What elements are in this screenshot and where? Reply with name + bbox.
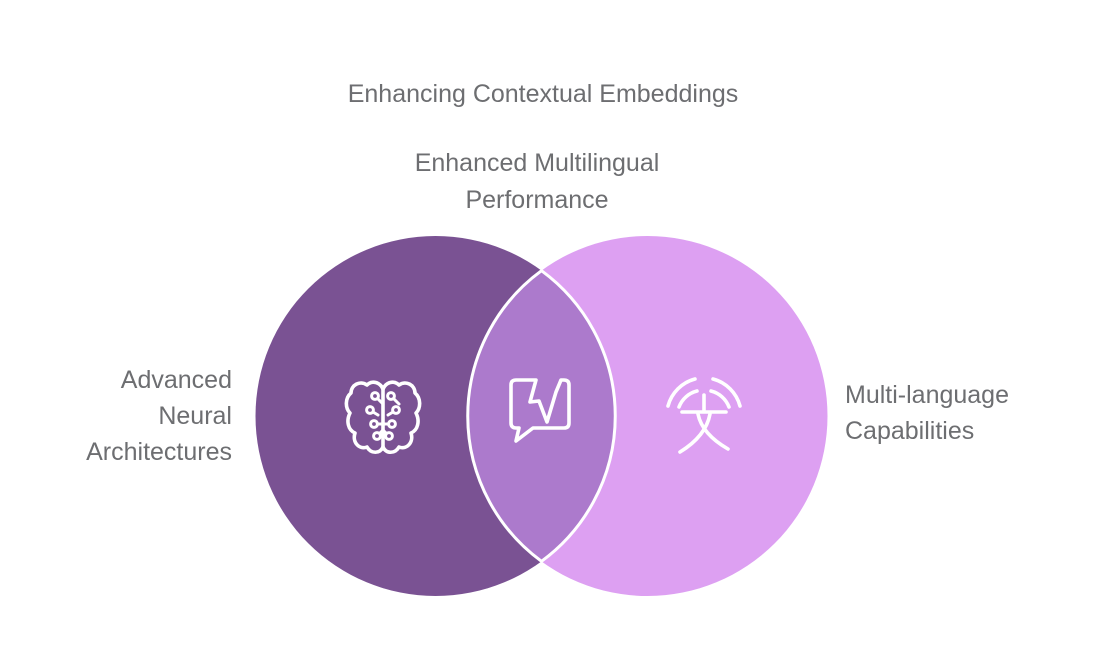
intersection-lens xyxy=(466,268,617,564)
intersection-label-line: Performance xyxy=(465,186,609,214)
diagram-title: Enhancing Contextual Embeddings xyxy=(347,80,739,108)
left-label-line: Neural xyxy=(158,402,232,430)
right-circle-label: Multi-language Capabilities xyxy=(845,377,1075,449)
intersection-label: Enhanced Multilingual Performance xyxy=(187,145,887,219)
language-translation-icon xyxy=(666,377,742,454)
right-label-line: Multi-language xyxy=(845,381,1009,409)
left-circle-label: Advanced Neural Architectures xyxy=(32,362,232,470)
circuit-brain-icon xyxy=(344,380,422,455)
broken-message-icon xyxy=(509,378,571,443)
left-label-line: Architectures xyxy=(86,438,232,466)
intersection-label-line: Enhanced Multilingual xyxy=(414,149,660,177)
left-label-line: Advanced xyxy=(120,366,232,394)
right-label-line: Capabilities xyxy=(845,417,975,445)
